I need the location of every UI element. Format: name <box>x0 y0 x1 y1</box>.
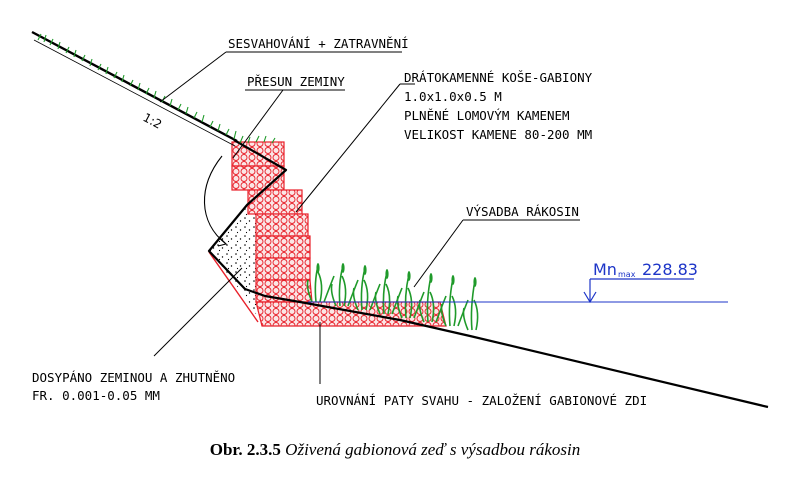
gabion-basket-3 <box>247 189 303 215</box>
gabion-basket-6 <box>255 257 311 281</box>
slope-terrain-line <box>31 30 238 143</box>
reed <box>440 277 469 327</box>
earth-move-arrow <box>203 155 227 245</box>
reed <box>330 265 359 307</box>
water-level-symbol: Mn <box>593 260 617 279</box>
leader-lines <box>153 51 580 384</box>
label-dosypano-2: FR. 0.001-0.05 MM <box>32 388 160 403</box>
slope-grass <box>37 33 276 144</box>
figure-caption: Obr. 2.3.5 Oživená gabionová zeď s výsad… <box>0 440 790 460</box>
water-level-value: 228.83 <box>642 260 698 279</box>
label-gabiony-1: DRÁTOKAMENNÉ KOŠE-GABIONY <box>404 70 593 85</box>
reed <box>306 265 335 303</box>
gabion-basket-foot <box>255 301 447 327</box>
leader-gabiony <box>295 83 401 213</box>
gabion-basket-2 <box>231 165 285 191</box>
gabion-basket-5 <box>255 235 311 259</box>
leader-presun <box>232 89 284 159</box>
excavation-outline <box>208 251 259 323</box>
earth-move-arrowhead <box>217 236 228 247</box>
backfill-soil <box>209 203 260 321</box>
label-slope-ratio: 1:2 <box>141 110 165 131</box>
slope-terrain-line-thin <box>33 39 236 147</box>
label-sesvahovani: SESVAHOVÁNÍ + ZATRAVNĚNÍ <box>228 36 409 51</box>
label-gabiony-2: 1.0x1.0x0.5 M <box>404 89 502 104</box>
caption-text: Oživená gabionová zeď s výsadbou rákosin <box>285 440 581 459</box>
water-level-marker <box>583 278 694 304</box>
leader-vysadba <box>413 219 464 288</box>
reed <box>374 271 403 315</box>
label-dosypano-1: DOSYPÁNO ZEMINOU A ZHUTNĚNO <box>32 370 235 385</box>
label-urovnani: UROVNÁNÍ PATY SVAHU - ZALOŽENÍ GABIONOVÉ… <box>316 393 647 408</box>
leader-sesvahovani <box>159 51 227 103</box>
original-terrain-line <box>207 139 769 409</box>
caption-number: Obr. 2.3.5 <box>209 440 281 459</box>
gabion-basket-4 <box>255 213 309 237</box>
label-presun: PŘESUN ZEMINY <box>247 74 345 89</box>
label-gabiony-4: VELIKOST KAMENE 80-200 MM <box>404 127 592 142</box>
reed-heads <box>316 263 477 287</box>
label-vysadba: VÝSADBA RÁKOSIN <box>466 204 579 219</box>
water-level-subscript: max <box>618 270 636 279</box>
reed-plantings <box>306 265 479 331</box>
reed <box>352 267 381 311</box>
reed <box>418 275 447 323</box>
leader-dosypano <box>153 267 243 357</box>
label-gabiony-3: PLNĚNÉ LOMOVÝM KAMENEM <box>404 108 570 123</box>
